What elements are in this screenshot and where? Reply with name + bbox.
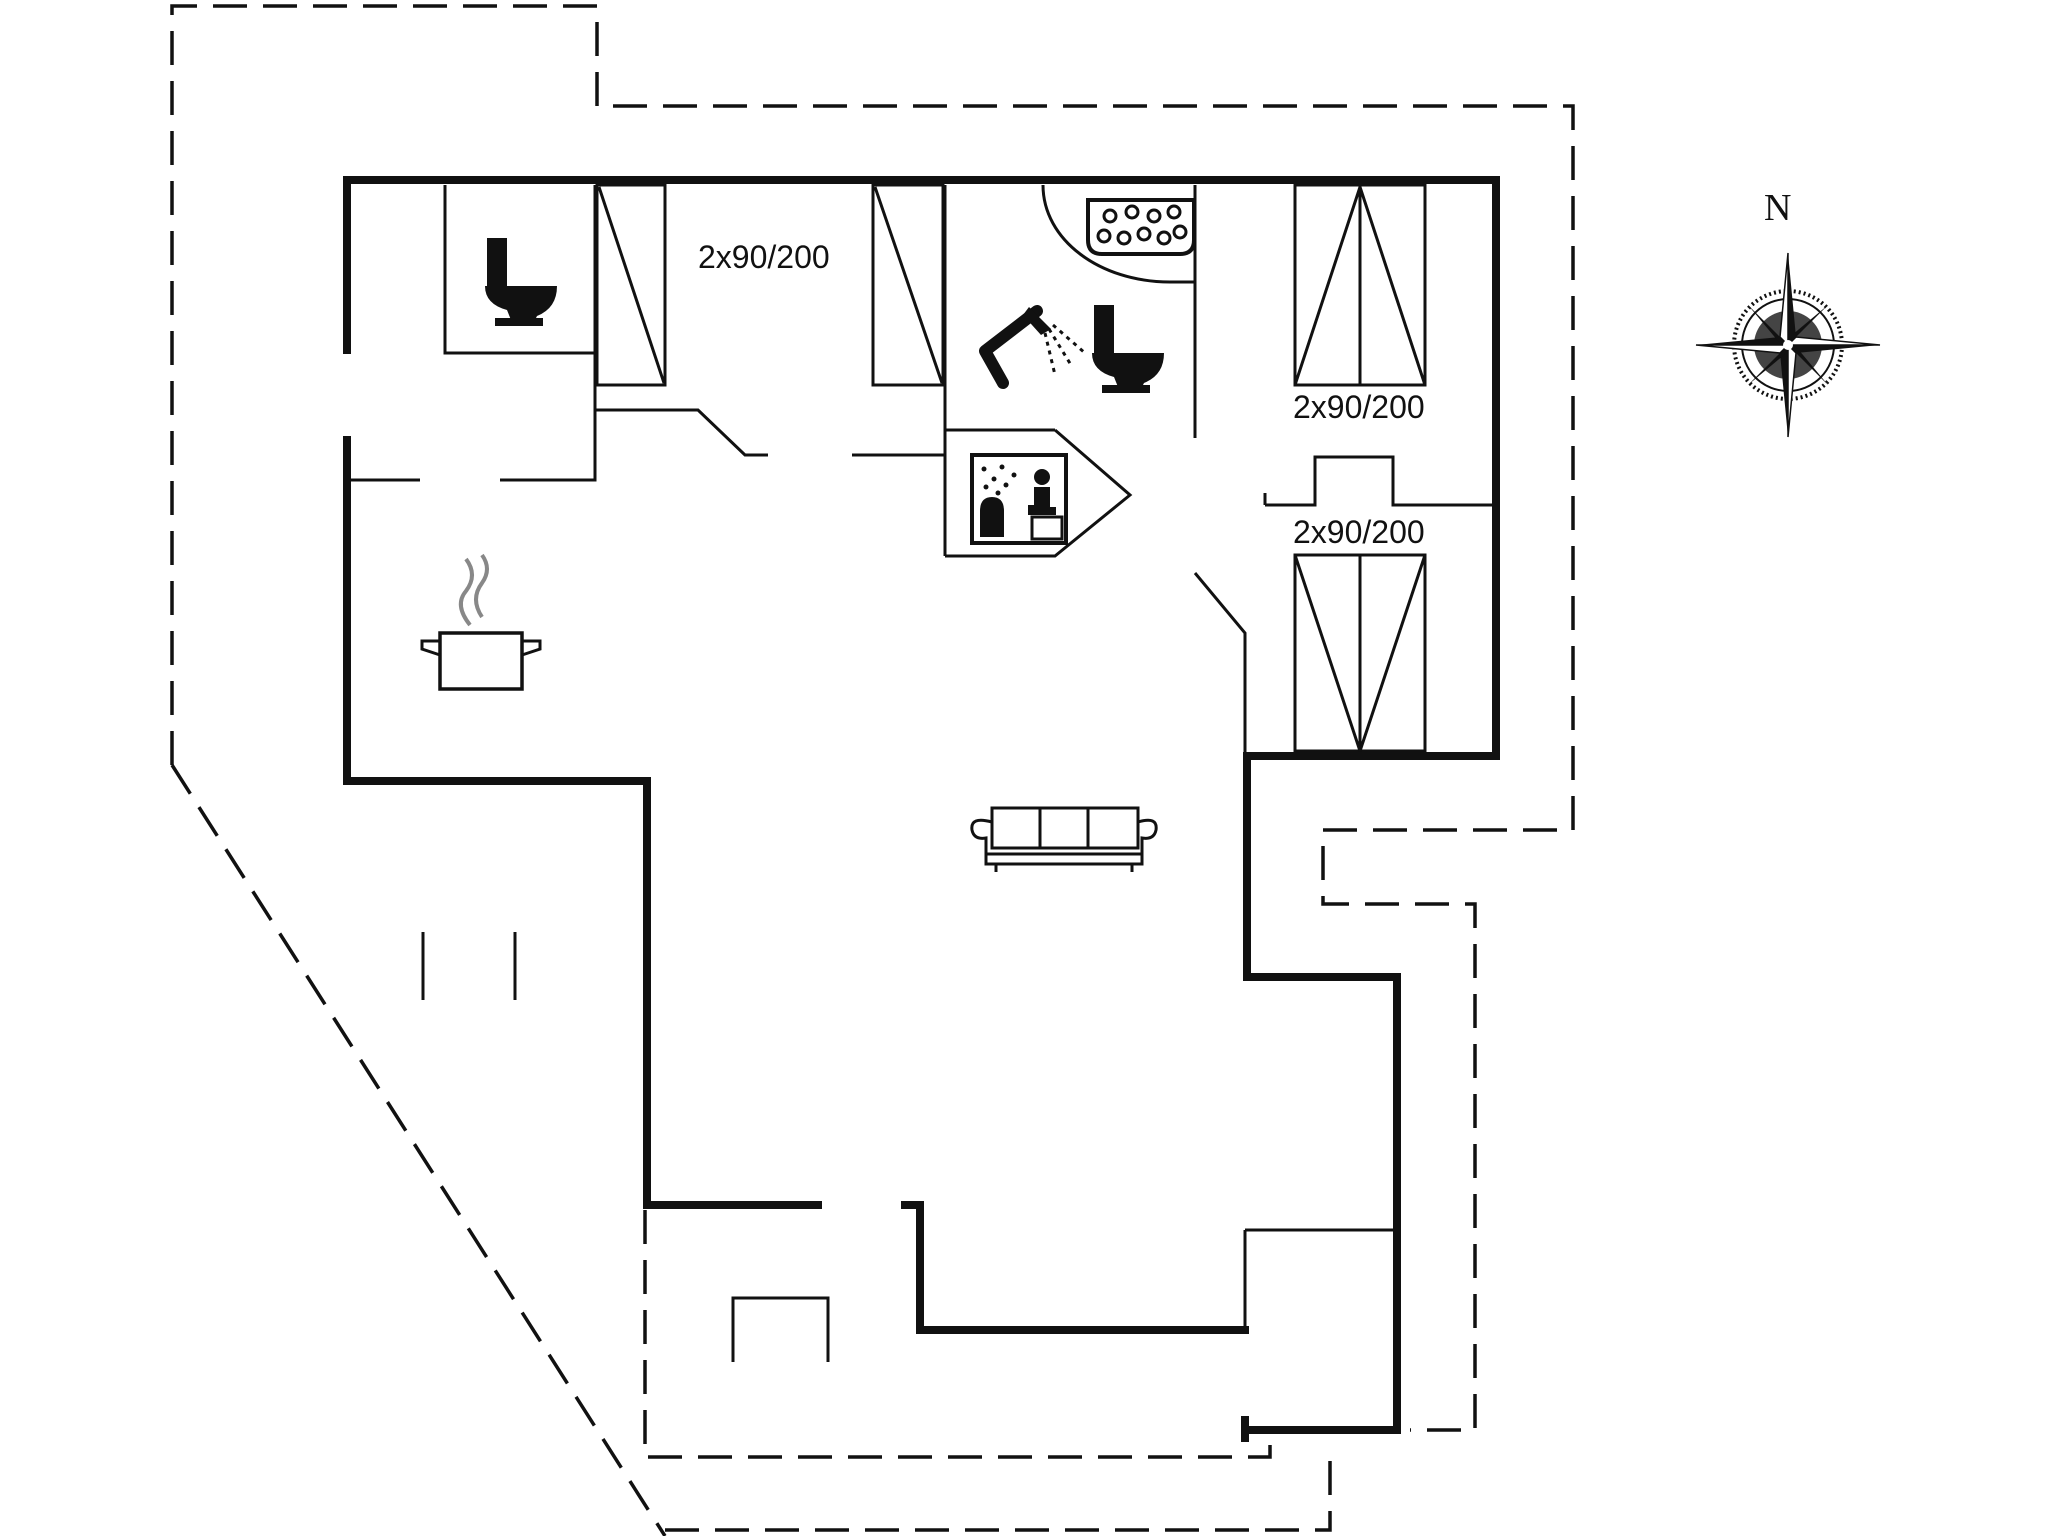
cooking-pot-icon (420, 553, 542, 691)
compass-north-label: N (1764, 187, 1791, 229)
bed-label-north: 2x90/200 (698, 239, 830, 275)
bed-label-east-upper: 2x90/200 (1293, 389, 1425, 425)
toilet-icon (1092, 305, 1164, 393)
house-walls (343, 176, 1500, 1442)
bed-north-right (871, 183, 945, 387)
terrace-outline (170, 4, 1575, 1536)
bed-east-lower (1293, 553, 1427, 753)
shower-icon (979, 305, 1086, 389)
terrace-furniture (421, 932, 830, 1362)
beds (595, 183, 1427, 753)
bed-label-east-lower: 2x90/200 (1293, 514, 1425, 550)
compass-rose-icon (1695, 252, 1881, 438)
whirlpool-bath-icon (1086, 198, 1196, 256)
bed-east-upper (1293, 183, 1427, 387)
sofa-icon (970, 806, 1158, 872)
toilet-icon (485, 238, 557, 326)
sauna-icon (970, 453, 1068, 545)
bed-north-left (595, 183, 667, 387)
